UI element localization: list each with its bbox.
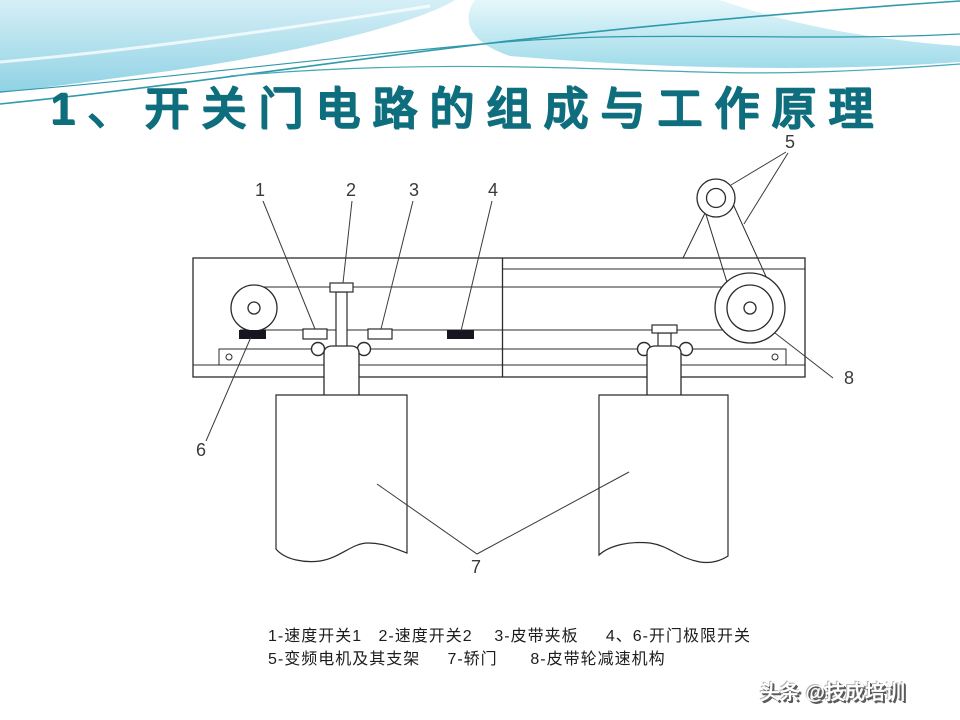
legend-line-2: 5-变频电机及其支架 7-轿门 8-皮带轮减速机构 xyxy=(268,651,666,668)
left-bolt-cap xyxy=(329,282,354,293)
leader-6 xyxy=(205,336,252,442)
watermark-text: 头条 @技成培训 xyxy=(760,682,906,704)
part-label-7: 7 xyxy=(471,557,481,577)
belt-clamp-3 xyxy=(367,328,393,340)
wave-shape-left xyxy=(0,0,455,93)
right-hanger-body xyxy=(646,345,682,397)
leader-5b xyxy=(743,152,789,225)
leader-2 xyxy=(342,200,353,284)
legend-line-1: 1-速度开关1 2-速度开关2 3-皮带夹板 4、6-开门极限开关 xyxy=(268,628,751,645)
wave-accent-line-2 xyxy=(0,33,960,93)
limit-switch-4 xyxy=(447,330,474,339)
right-door-panel xyxy=(598,394,729,564)
left-door-panel xyxy=(275,394,408,563)
header-wave-decoration xyxy=(0,0,960,105)
part-label-5: 5 xyxy=(785,132,795,152)
rail-hole-left xyxy=(225,353,233,361)
speed-switch-1 xyxy=(302,328,328,340)
part-label-4: 4 xyxy=(488,180,498,200)
left-hanger-curl-a xyxy=(310,341,326,357)
slide-title: 1、开关门电路的组成与工作原理 xyxy=(50,83,886,134)
leader-5a xyxy=(730,151,787,186)
part-label-2: 2 xyxy=(346,180,356,200)
part-label-6: 6 xyxy=(196,440,206,460)
left-bolt-rod xyxy=(335,291,348,352)
motor-pulley-inner xyxy=(705,187,727,209)
right-bolt-cap xyxy=(651,324,678,334)
motor-belt-left xyxy=(703,207,731,293)
leader-3 xyxy=(380,200,414,330)
wave-accent-line-3 xyxy=(229,63,960,77)
leader-4 xyxy=(460,200,493,332)
wave-shape-right xyxy=(468,0,960,68)
wave-highlight xyxy=(0,4,431,64)
left-hanger-body xyxy=(323,345,360,397)
leader-8 xyxy=(774,332,834,379)
leader-7 xyxy=(376,471,630,555)
limit-switch-6 xyxy=(239,330,266,339)
motor-bracket-line xyxy=(682,210,707,259)
leader-1 xyxy=(262,200,316,330)
left-pulley-hub xyxy=(247,301,261,315)
operator-frame xyxy=(192,257,806,378)
rail-hole-right xyxy=(771,353,779,361)
part-label-3: 3 xyxy=(409,180,419,200)
guide-rail xyxy=(218,348,787,366)
part-label-8: 8 xyxy=(844,368,854,388)
reduction-pulley-hub xyxy=(743,301,757,315)
part-label-1: 1 xyxy=(255,180,265,200)
